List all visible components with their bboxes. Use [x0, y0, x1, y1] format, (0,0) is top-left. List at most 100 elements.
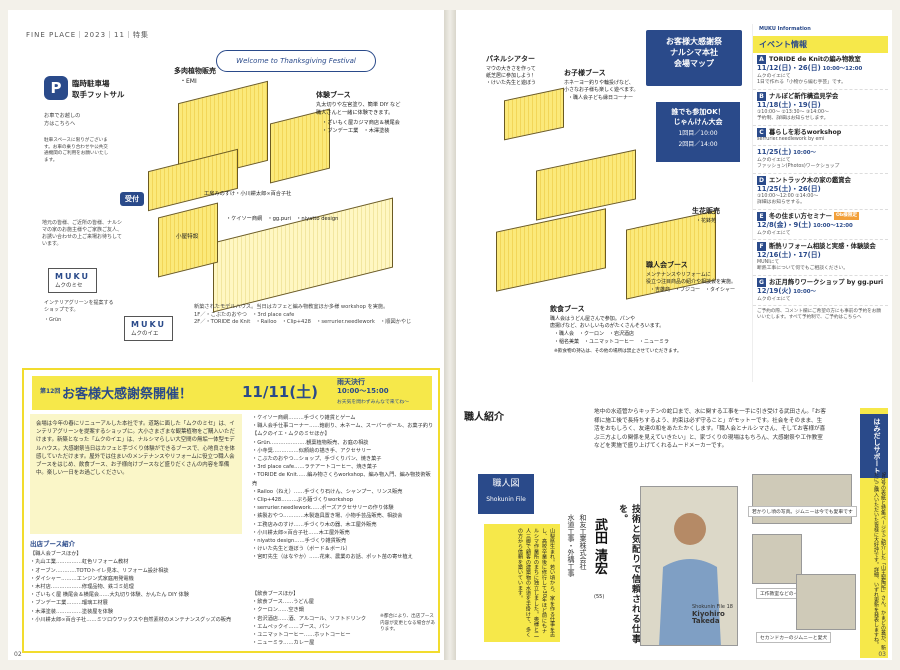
interior-sub: ・Grün	[44, 317, 62, 323]
event-note: ※都合により、出店ブース内容が変更となる場合があります。	[380, 614, 435, 632]
photo-event	[752, 534, 802, 584]
event-item-note: ①10:00〜 ②13:30〜 ③14:00〜	[757, 109, 829, 115]
person-age: (55)	[594, 594, 605, 600]
event-letter-badge: C	[757, 127, 766, 137]
event-letter-badge: E	[757, 211, 766, 221]
shokunin-name-box: Shokunin File 18 Kiyohiro Takeda	[692, 604, 733, 625]
shop-item: ・小川耕太郎∞百合子社……ミツロウワックスや自然素材のメンテナンスグッズの販売	[30, 616, 232, 623]
shop-item: ・丸山工業……………虹色リフォーム教材	[30, 559, 129, 566]
event-letter-badge: B	[757, 91, 766, 101]
food-desc-1: 職人会はうどん屋さんで参加。パンや	[550, 316, 636, 322]
taiken-desc-3: ・ざいもく屋カジマ商店＆横尾会	[322, 120, 400, 126]
page-header: FINE PLACE｜2023｜11｜特集	[26, 31, 149, 39]
event-item-note: 詳細はお知らせする。	[757, 200, 805, 206]
event-date: 11/11(土)	[242, 383, 318, 401]
food-item: ・ニューミラ……カレー屋	[252, 640, 315, 647]
taiken-desc-1: 丸太切りや左官塗り、簡単 DIY など	[316, 102, 401, 108]
map-title: お客様大感謝祭 ナルシマ本社 会場マップ	[646, 30, 742, 86]
panel-desc-1: マウの大きさを作って	[486, 66, 536, 72]
shokunin-badge: 職人図 Shokunin File	[478, 474, 534, 514]
food-desc-2: 唐揚げなど、おいしいものがたくさんそろいます。	[550, 323, 665, 329]
event-item-note: 予約制、詳細はお知らせします。	[757, 116, 829, 122]
craft-desc-1: メンテナンスやリフォームに	[646, 272, 711, 278]
shop-item: ・木村店………………修理品物、鉄ゴミ処理	[30, 584, 134, 591]
program-item: ・けいた先生と遊ぼう（ボード＆ボール）	[252, 546, 351, 553]
event-item-note: 断熱工事について何でもご相談ください。	[757, 266, 848, 272]
program-item: ・こぶたのおやつ…ショップ、手づくりパン、焼き菓子	[252, 456, 382, 463]
interior-note: インテリアグリーンを提案するショップです。	[44, 300, 114, 313]
event-time: 雨天決行 10:00〜15:00	[337, 378, 389, 395]
hamidashi-tag: はみだしサポート	[860, 414, 888, 478]
taiken-desc-2: 職人さんと一緒に体験できます。	[316, 110, 394, 116]
kids-desc-3: ・職人会子ども縁日コーナー	[568, 95, 634, 101]
shokunin-section: 職人紹介 職人図 Shokunin File 山梨県生まれ。若い頃から、家を作る…	[456, 394, 892, 660]
event-letter-badge: D	[757, 175, 766, 185]
parking-icon: P	[44, 76, 68, 100]
event-item-date: 12/8(金)・9(土) 10:00〜12:00	[757, 220, 853, 229]
shokunin-profile: 山梨県生まれ。若い頃から、家を作る仕事を志し、高校卒業後に修行して30年ほど前に…	[484, 524, 560, 642]
kids-label: お子様ブース	[564, 69, 606, 77]
left-page: FINE PLACE｜2023｜11｜特集 P 臨時駐車場 取手フットサル お車…	[8, 10, 444, 660]
food-item: ・ユニマットコーヒー……ホットコーヒー	[252, 632, 351, 639]
food-item: ・エムペックイ……ブース、パン	[252, 623, 330, 630]
program-item: 【ムクのイエ・ムクのミセほか】	[252, 431, 330, 438]
event-item-note: ムクのイエにて	[757, 296, 791, 302]
event-item-date: 11/25(土)・26(日)	[757, 184, 821, 193]
food-desc-4: ・稲名美菓 ・ユニマットコーヒー ・ニューミラ	[554, 339, 670, 345]
event-item-note: ファッション(Photos)ワークショップ	[757, 164, 840, 170]
craft-label: 職人会ブース	[646, 261, 688, 269]
food-desc-3: ・職人会 ・クーロン ・岩沢酒店	[554, 331, 635, 337]
workshop-tent	[270, 108, 330, 184]
hamidashi-text: 9月号の表紙と特集ページでご紹介した「山王製陶所」さん。かまどの蓋が、新たにご購…	[873, 472, 886, 651]
event-item-note: ムクのイエにて	[757, 230, 791, 236]
panel-tent	[504, 87, 564, 141]
event-item-note: serrurier.needlework by emi	[757, 136, 825, 142]
right-page: お客様大感謝祭 ナルシマ本社 会場マップ パネルシアター マウの大きさを作って …	[456, 10, 892, 660]
event-program-list: ・ケイソー商網………手づくり雑貨とゲーム・職人会手仕事コーナー……鉋削り、木ネー…	[252, 414, 434, 562]
shokunin-description: 地中の水道管からキッチンの蛇口まで、水に関する工事を一手に引き受ける武田さん。「…	[594, 409, 826, 450]
koya-label: 小屋特設	[176, 234, 199, 240]
muku-mise-logo: MUKU ムクのミセ	[48, 268, 98, 293]
event-item-date: 12/16(土)・17(日)	[757, 251, 821, 260]
event-item-note: ムクのイエにて	[757, 74, 791, 79]
program-item: ・小川耕太郎∞百合子社……木工屋外販売	[252, 529, 350, 536]
event-item-date: 11/12(日)・26(日) 10:00〜12:00	[757, 64, 863, 72]
program-item: ・3rd place cafe……ラテアートコーヒー、焼き菓子	[252, 464, 378, 471]
food-item: ・飲食ブース……うどん屋	[252, 599, 314, 606]
muku-ie-desc: 新築されたモデルハウス。当日はカフェと編み物教室ほか多様 workshop を実…	[194, 304, 412, 325]
caption-jimny: セカンドカーのジムニーと愛犬	[756, 632, 832, 643]
welcome-banner: Welcome to Thanksgiving Festival	[216, 50, 376, 72]
program-item: ・Railoo（ねえ）……手づくり石けん、シャンプー、リンス販売	[252, 488, 403, 495]
parking-note: お車でお越しの 方はこちらへ	[44, 113, 81, 127]
shop-item: ・ざいもく屋 横尾会＆横尾会……大丸切り体験、かんたん DIY 体験	[30, 592, 189, 599]
portrait-figure-icon	[641, 487, 737, 645]
shokunin-header: 職人紹介	[464, 412, 504, 423]
event-letter-badge: G	[757, 277, 766, 287]
shop-items: 【職人会ブースほか】・丸山工業……………虹色リフォーム教材・オーブン…………TO…	[30, 550, 244, 624]
event-item: 11/25(土) 10:00〜ムクのイエにてファッション(Photos)ワークシ…	[753, 146, 888, 174]
photo-jimny	[796, 574, 856, 630]
food-note: ※飲食物の持込は、その他の場所は禁止させていただきます。	[554, 349, 682, 354]
kids-desc-1: ホネーヨー釣りや輪投げなど、	[564, 80, 634, 86]
tagen-sub: ・EMI	[180, 78, 197, 85]
taiken-desc-4: ・ブンデー工業 ・木澤塗装	[322, 128, 390, 134]
event-edition: 第12回	[40, 388, 61, 395]
muku-ie-logo: MUKU ムクのイエ	[124, 316, 174, 341]
event-title-bar: 第12回 お客様大感謝祭開催！ 11/11(土) 雨天決行 10:00〜15:0…	[32, 376, 432, 410]
food-label: 飲食ブース	[550, 305, 585, 313]
shop-item: ・オーブン…………TOTOトイレ見本、リフォーム設計相談	[30, 567, 169, 574]
panel-label: パネルシアター	[486, 55, 535, 63]
program-item: ・Grün…………………観葉植物販売、お庭の相談	[252, 439, 369, 446]
shop-item: ・木澤塗装……………塗装屋を体験	[30, 608, 114, 615]
program-item: ・職人会手仕事コーナー……鉋削り、木ネーム、スーパーボール、お菓子釣り	[252, 423, 434, 430]
